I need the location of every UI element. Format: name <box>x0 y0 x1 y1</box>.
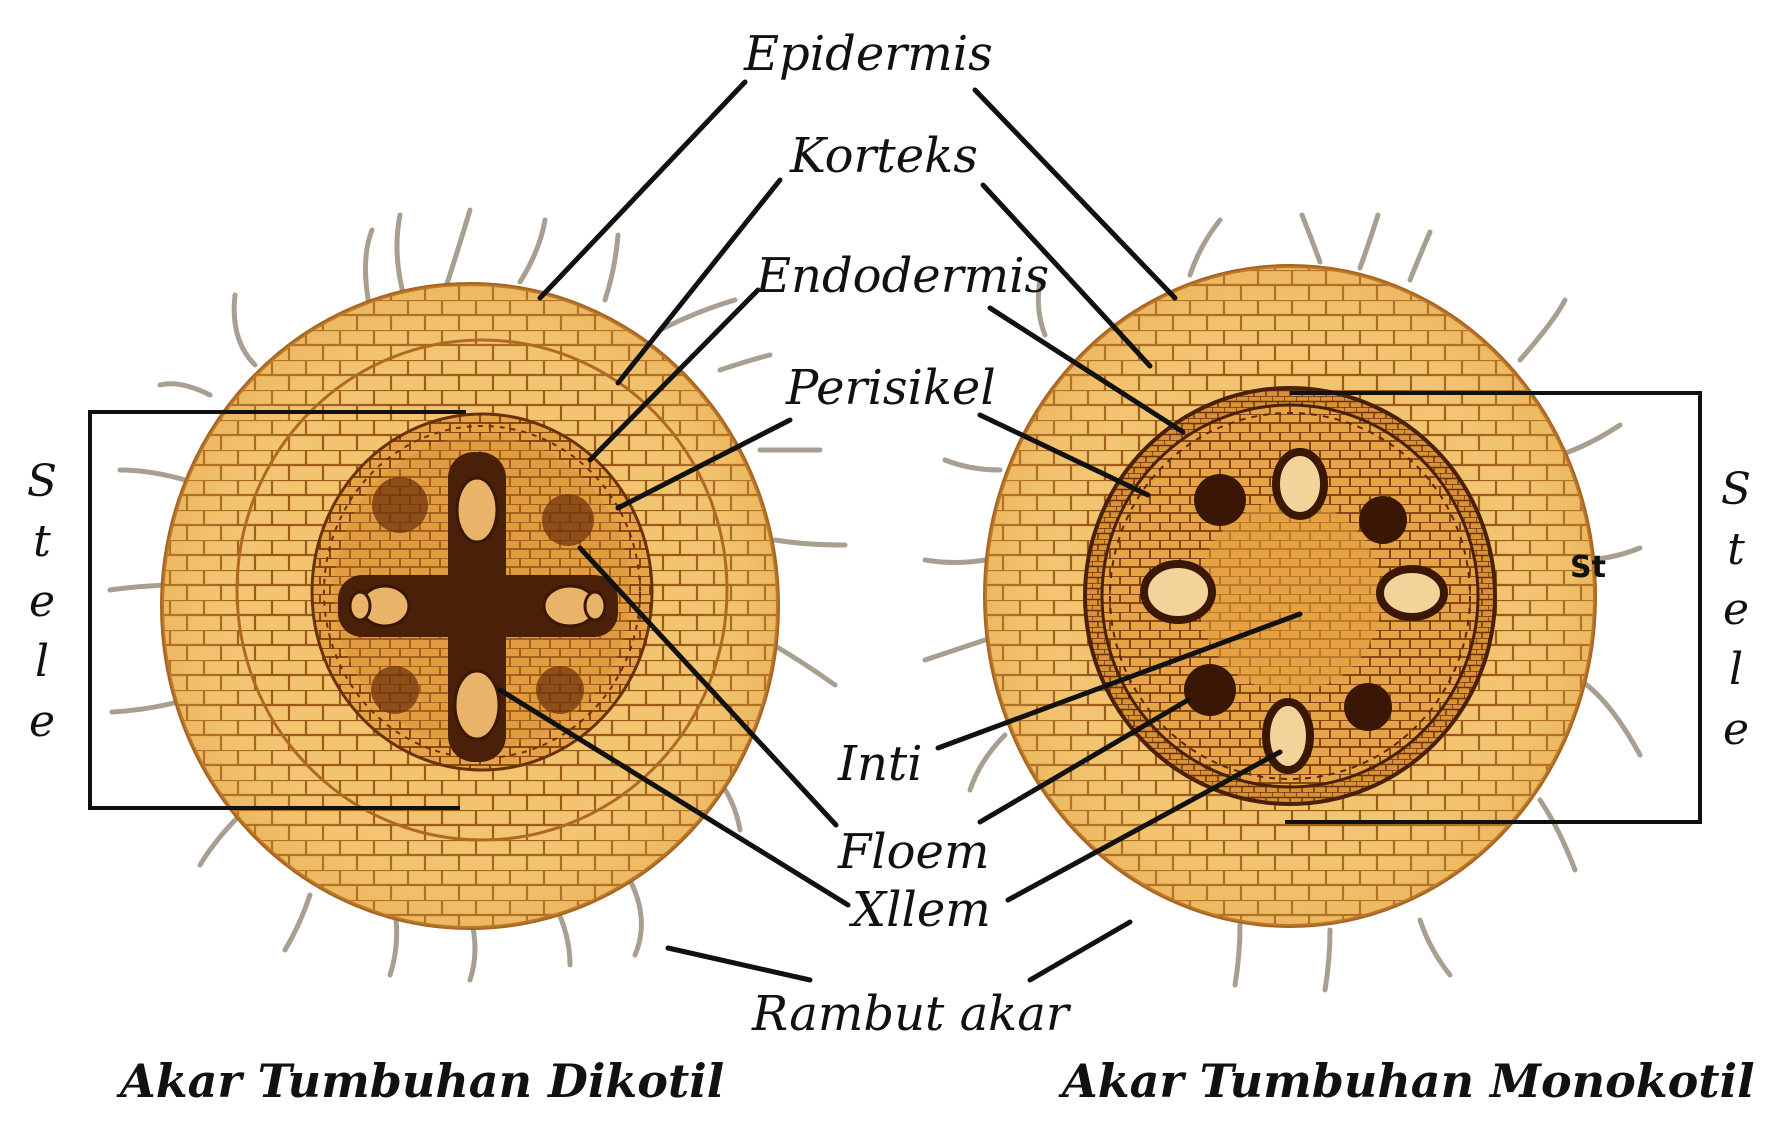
monocot-phloem-patches <box>1184 474 1407 731</box>
label-xilem: Xllem <box>852 882 991 938</box>
caption-monokotil: Akar Tumbuhan Monokotil <box>1062 1054 1755 1108</box>
caption-dikotil: Akar Tumbuhan Dikotil <box>120 1054 725 1108</box>
label-inti: Inti <box>838 736 923 792</box>
leader-lines <box>497 79 1303 983</box>
monocot-xylem-vessels <box>1140 448 1448 774</box>
dicot-xylem-vessels <box>348 476 607 741</box>
dicot-root-section <box>107 207 848 983</box>
label-epidermis: Epidermis <box>744 26 993 82</box>
stele-bracket-left <box>88 410 466 810</box>
label-endodermis: Endodermis <box>756 248 1050 304</box>
label-floem: Floem <box>838 824 990 880</box>
label-perisikel: Perisikel <box>786 360 996 416</box>
monocot-root-section <box>922 212 1643 993</box>
label-rambut-akar: Rambut akar <box>752 986 1069 1042</box>
dicot-phloem-patches <box>371 477 594 714</box>
label-korteks: Korteks <box>790 128 978 184</box>
stele-bracket-right <box>1285 391 1702 824</box>
label-stele-fragment: St <box>1570 550 1606 585</box>
